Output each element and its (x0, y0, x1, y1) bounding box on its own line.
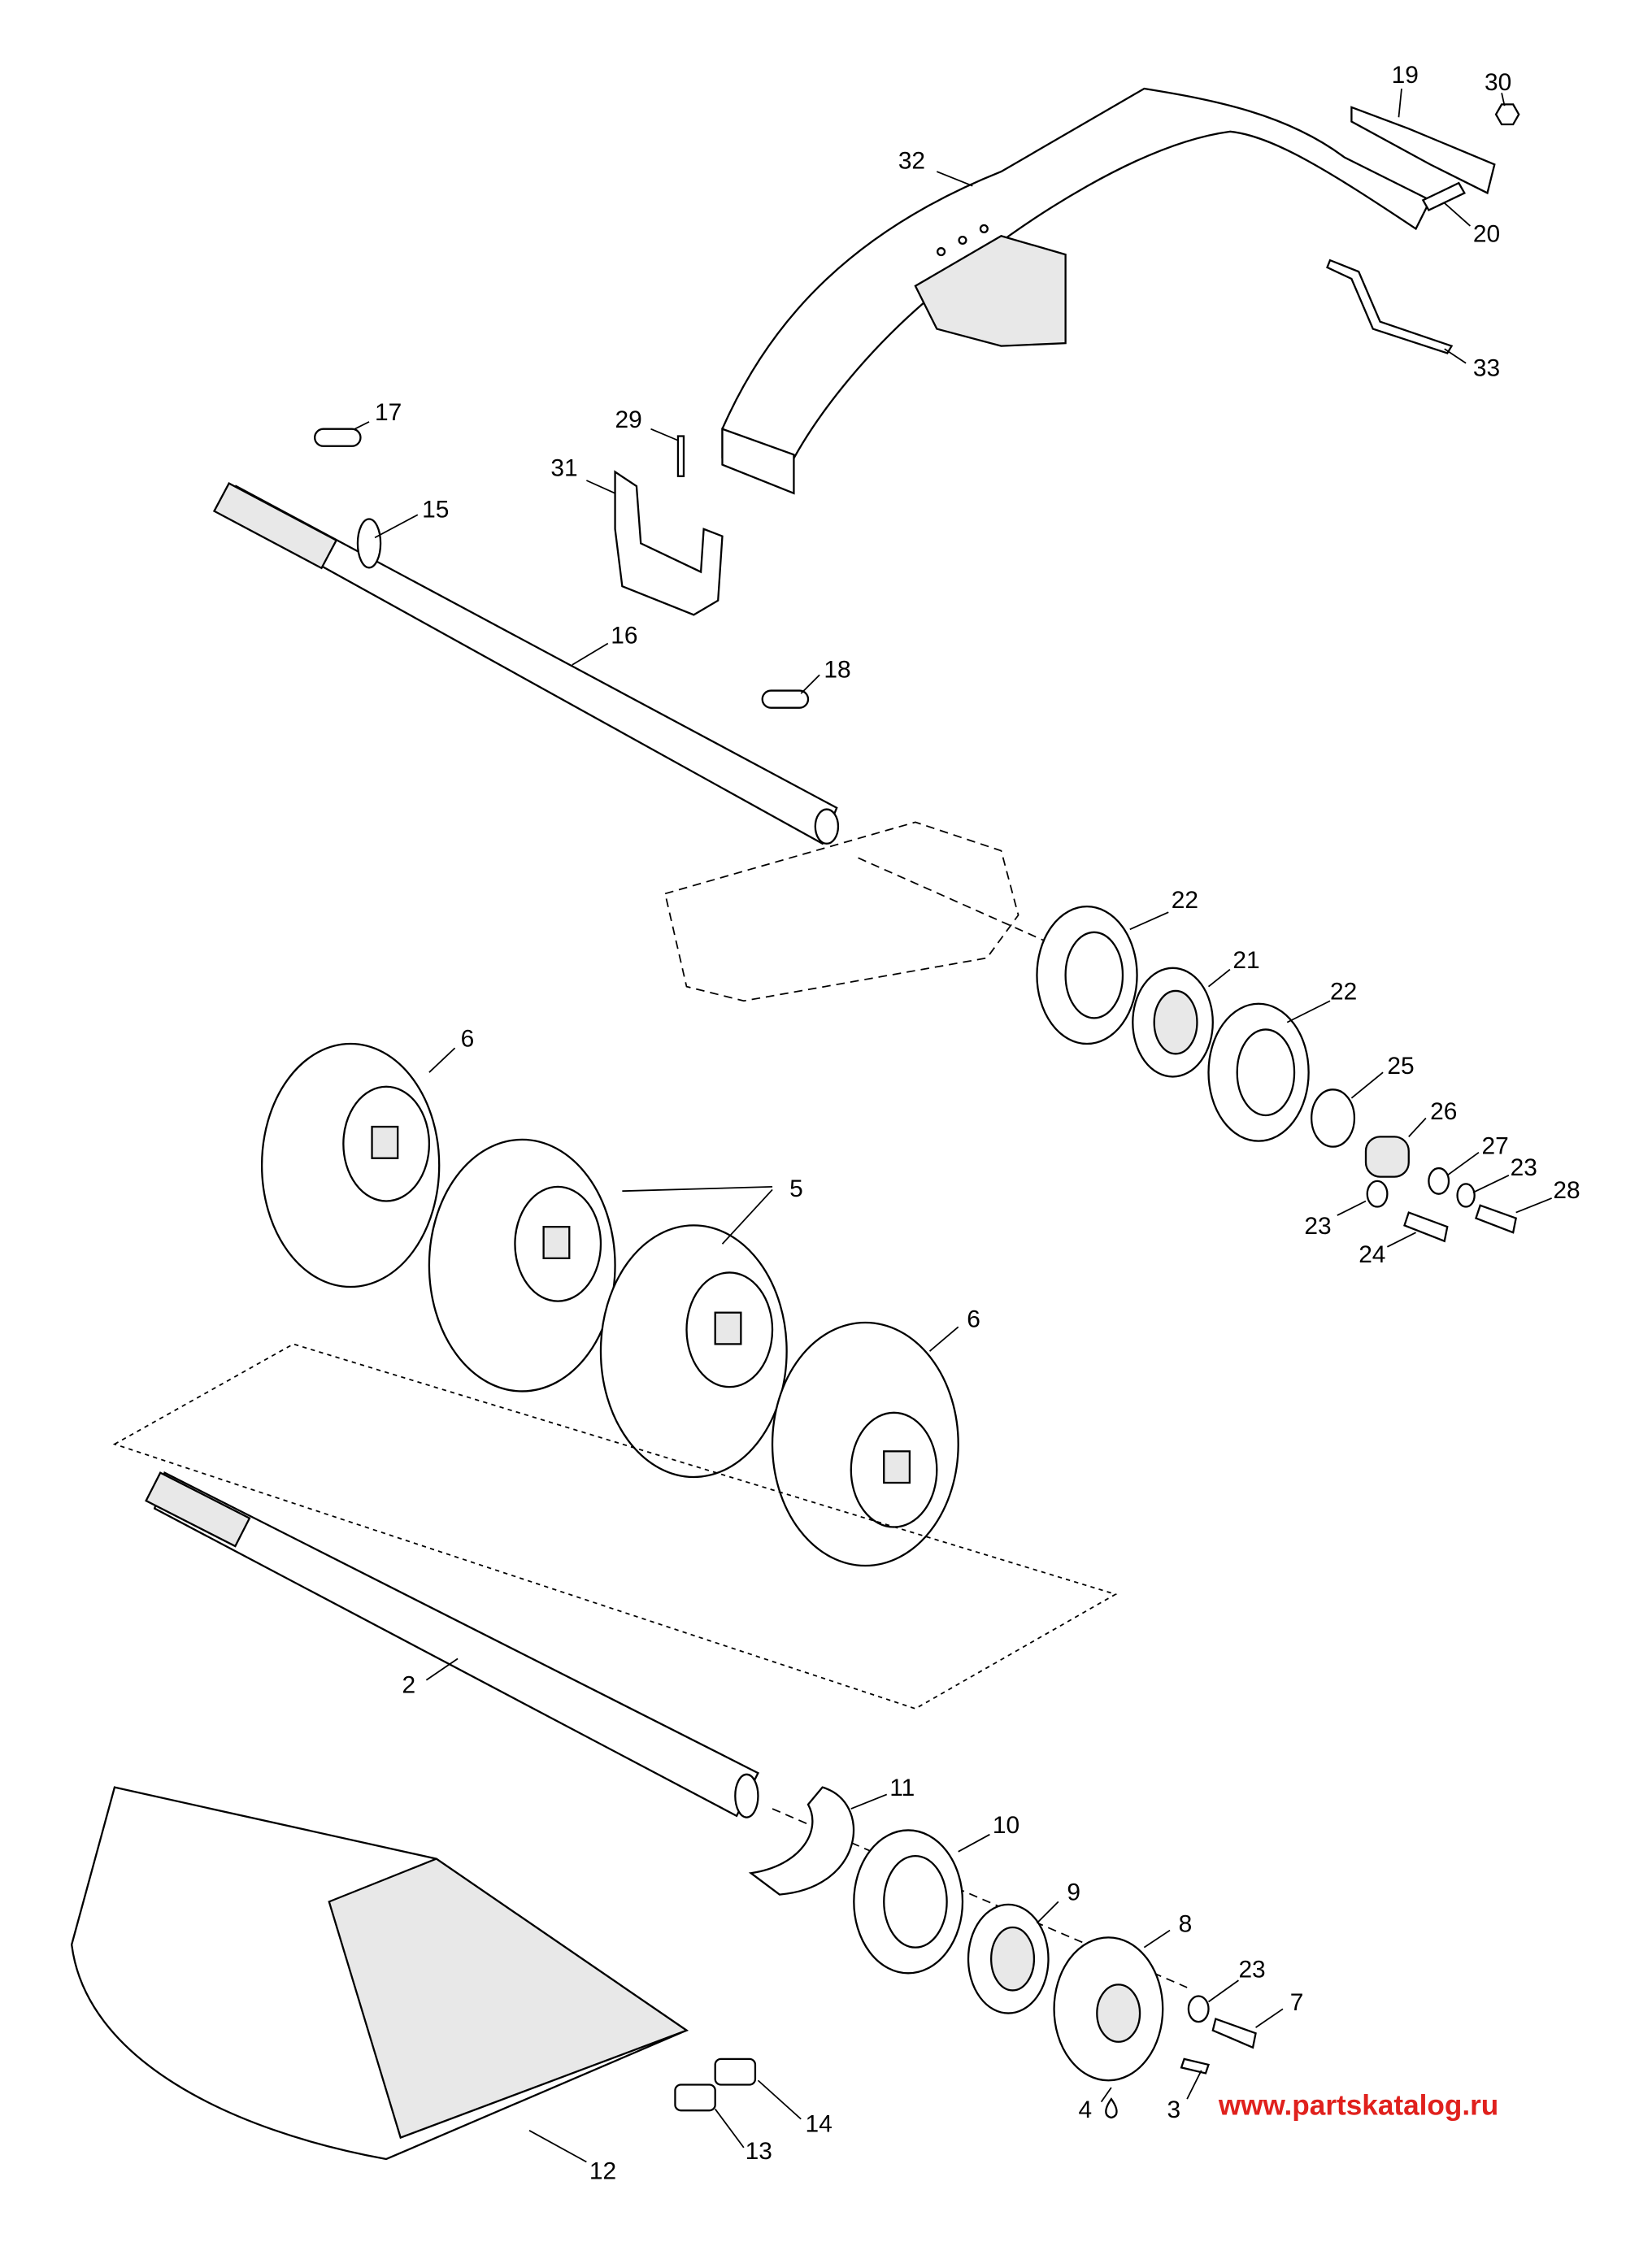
callout-28: 28 (1553, 1177, 1580, 1204)
watermark: www.partskatalog.ru (1218, 2089, 1498, 2121)
callout-11: 11 (889, 1775, 915, 1801)
callout-5: 5 (789, 1175, 803, 1202)
callout-23a: 23 (1511, 1154, 1537, 1181)
screw-part-7 (1211, 2018, 1257, 2049)
callout-12: 12 (589, 2158, 616, 2185)
drop-part-4 (1105, 2097, 1118, 2119)
leader-lines (354, 88, 1552, 2163)
sprocket-part-5a (428, 1138, 616, 1393)
pin-part-3 (1180, 2057, 1210, 2075)
sprocket-part-6b (771, 1321, 959, 1567)
track-part-12 (71, 1786, 689, 2161)
callout-19: 19 (1392, 62, 1419, 89)
bracket-part-19 (1350, 106, 1496, 195)
clip-part-13 (674, 2083, 716, 2112)
callout-26: 26 (1430, 1098, 1457, 1125)
bearing-part-21 (1132, 967, 1214, 1078)
rivet-part-29 (676, 435, 685, 477)
callout-18: 18 (824, 657, 850, 684)
callout-7: 7 (1290, 1989, 1304, 2016)
callout-16: 16 (611, 623, 637, 650)
washer-part-23c (1187, 1995, 1210, 2023)
bearing-flange-part-10 (853, 1829, 964, 1975)
bracket-part-31 (614, 470, 724, 616)
rear-guard-part-32 (721, 87, 1432, 495)
callout-3: 3 (1167, 2096, 1181, 2123)
callout-23c: 23 (1238, 1957, 1265, 1983)
sprocket-part-5b (599, 1224, 788, 1479)
callout-24: 24 (1359, 1241, 1385, 1268)
drive-axle-part-16 (212, 481, 840, 845)
washer-part-23b (1366, 1180, 1389, 1208)
screw-part-24 (1403, 1211, 1449, 1243)
sprocket-part-6a (260, 1042, 441, 1288)
callout-33: 33 (1473, 355, 1500, 382)
bearing-part-9 (967, 1903, 1050, 2014)
nut-part-30 (1494, 103, 1520, 126)
callout-32: 32 (898, 148, 925, 175)
callout-4: 4 (1078, 2096, 1092, 2123)
callout-29: 29 (615, 406, 642, 433)
callout-17: 17 (375, 399, 402, 426)
callout-31: 31 (550, 455, 577, 482)
callout-15: 15 (422, 497, 449, 524)
callout-27: 27 (1481, 1132, 1508, 1159)
strip-part-33 (1326, 259, 1454, 354)
callout-20: 20 (1473, 220, 1500, 247)
callout-10: 10 (993, 1812, 1019, 1839)
screw-part-20 (1421, 181, 1466, 212)
callout-9: 9 (1067, 1879, 1080, 1906)
callout-6b: 6 (967, 1306, 980, 1332)
callout-22a: 22 (1172, 887, 1198, 914)
callout-30: 30 (1485, 69, 1511, 96)
callout-25: 25 (1387, 1053, 1414, 1080)
washer-part-27 (1428, 1167, 1450, 1195)
spacer-part-26 (1364, 1136, 1410, 1178)
bearing-housing-part-8 (1053, 1936, 1164, 2082)
callout-21: 21 (1232, 947, 1259, 974)
half-ring-part-11 (748, 1786, 855, 1896)
callout-6a: 6 (461, 1026, 475, 1053)
callout-14: 14 (805, 2111, 832, 2138)
bearing-flange-part-22a (1036, 906, 1138, 1045)
callout-23b: 23 (1304, 1213, 1331, 1240)
key-part-18 (761, 689, 810, 709)
callout-22b: 22 (1330, 978, 1357, 1005)
bearing-flange-part-22b (1207, 1002, 1310, 1142)
callout-2: 2 (402, 1672, 415, 1699)
key-part-17 (314, 428, 362, 447)
washer-part-25 (1311, 1088, 1356, 1148)
callout-13: 13 (746, 2138, 772, 2165)
bolt-part-28 (1475, 1204, 1517, 1234)
callout-8: 8 (1179, 1910, 1193, 1937)
washer-part-23a (1456, 1183, 1476, 1208)
clip-part-14 (714, 2057, 757, 2086)
